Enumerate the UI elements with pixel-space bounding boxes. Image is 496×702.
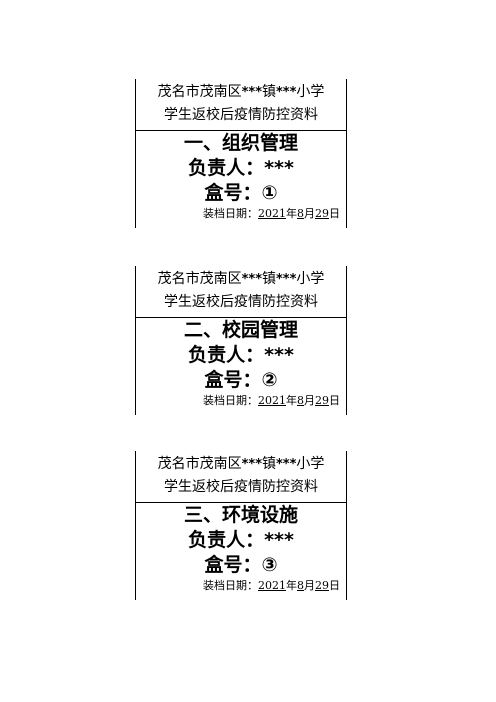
title-line-2: 学生返校后疫情防控资料 xyxy=(164,479,318,495)
section-title: 二、校园管理 xyxy=(183,319,298,341)
archive-label-3: 茂名市茂南区***镇***小学 学生返校后疫情防控资料 三、环境设施 负责人：*… xyxy=(135,451,347,600)
label-header: 茂名市茂南区***镇***小学 学生返校后疫情防控资料 xyxy=(136,79,346,131)
person-in-charge: 负责人：*** xyxy=(188,157,294,179)
box-number: 盒号：③ xyxy=(204,554,278,576)
title-line-1: 茂名市茂南区***镇***小学 xyxy=(157,84,325,100)
title-line-2: 学生返校后疫情防控资料 xyxy=(164,107,318,123)
archive-date: 装档日期：2021年8月29日 xyxy=(203,207,340,220)
title-line-1: 茂名市茂南区***镇***小学 xyxy=(157,456,325,472)
label-body: 一、组织管理 负责人：*** 盒号：① 装档日期：2021年8月29日 xyxy=(136,131,346,228)
archive-date: 装档日期：2021年8月29日 xyxy=(203,394,340,407)
title-line-1: 茂名市茂南区***镇***小学 xyxy=(157,271,325,287)
box-number: 盒号：① xyxy=(204,182,278,204)
section-title: 一、组织管理 xyxy=(183,132,298,154)
person-in-charge: 负责人：*** xyxy=(188,344,294,366)
label-body: 三、环境设施 负责人：*** 盒号：③ 装档日期：2021年8月29日 xyxy=(136,503,346,600)
title-line-2: 学生返校后疫情防控资料 xyxy=(164,294,318,310)
archive-label-1: 茂名市茂南区***镇***小学 学生返校后疫情防控资料 一、组织管理 负责人：*… xyxy=(135,79,347,228)
box-number: 盒号：② xyxy=(204,369,278,391)
archive-label-2: 茂名市茂南区***镇***小学 学生返校后疫情防控资料 二、校园管理 负责人：*… xyxy=(135,266,347,415)
person-in-charge: 负责人：*** xyxy=(188,529,294,551)
archive-date: 装档日期：2021年8月29日 xyxy=(203,579,340,592)
section-title: 三、环境设施 xyxy=(183,504,298,526)
label-header: 茂名市茂南区***镇***小学 学生返校后疫情防控资料 xyxy=(136,266,346,318)
label-body: 二、校园管理 负责人：*** 盒号：② 装档日期：2021年8月29日 xyxy=(136,318,346,415)
label-header: 茂名市茂南区***镇***小学 学生返校后疫情防控资料 xyxy=(136,451,346,503)
